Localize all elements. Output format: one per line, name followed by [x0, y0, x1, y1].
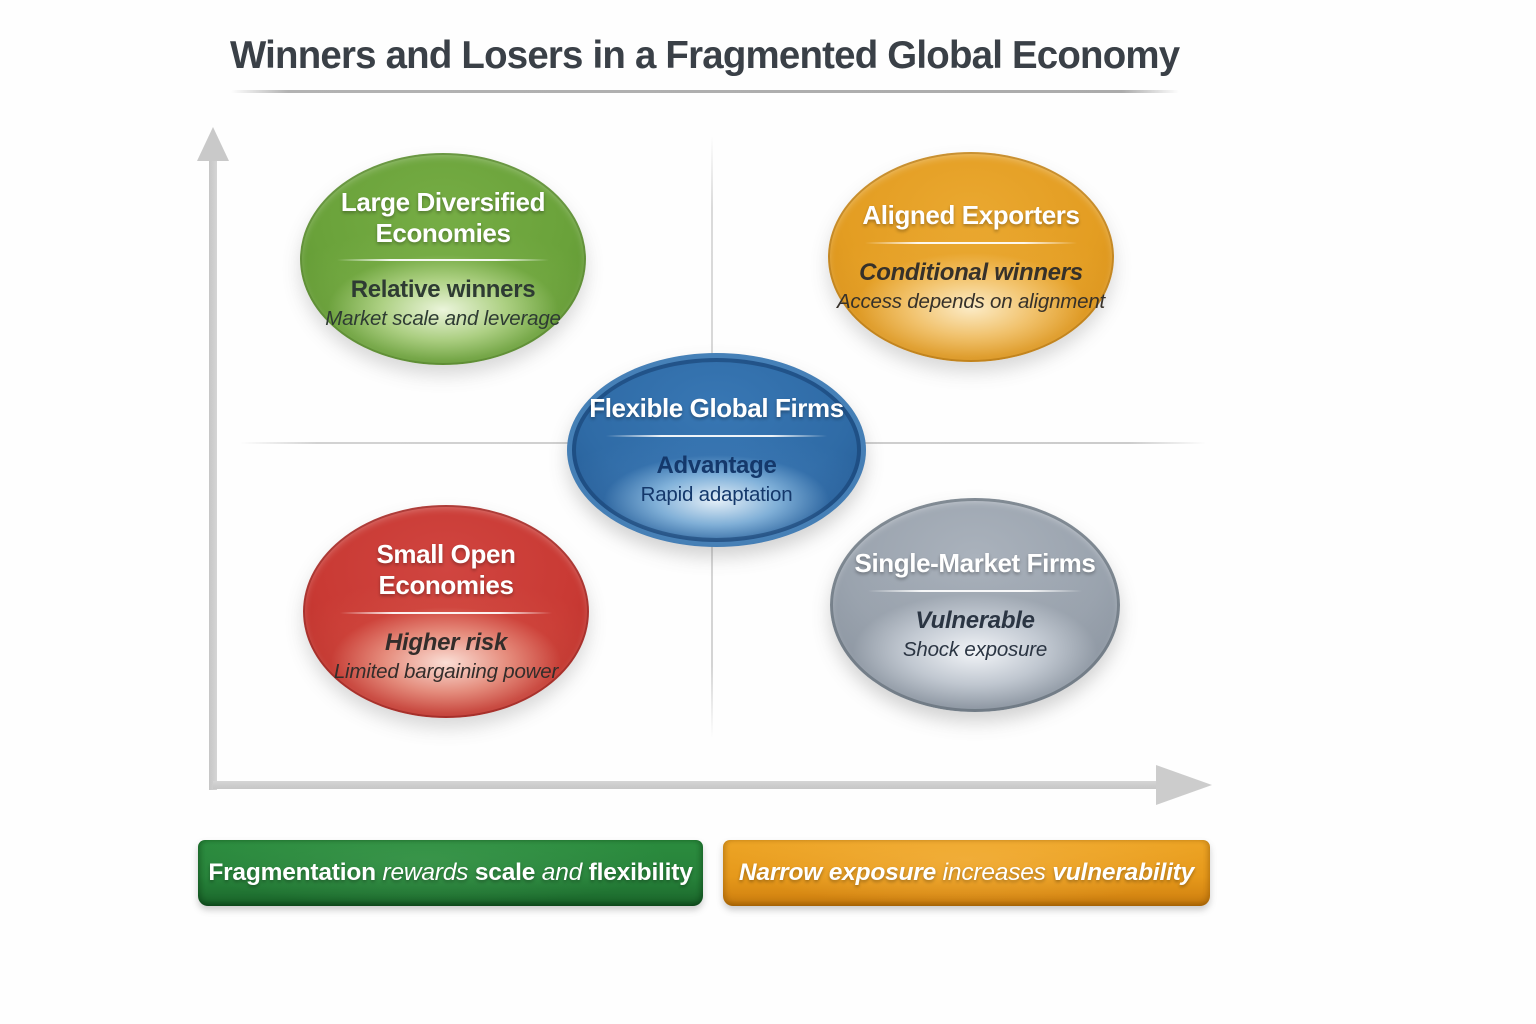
bubble-title: Small Open Economies [376, 539, 515, 600]
title-underline [231, 90, 1179, 93]
banner-segment: Narrow exposure [738, 859, 937, 886]
banner-fragmentation-rewards: Fragmentation rewards scale and flexibil… [198, 840, 703, 906]
bubble-title: Large Diversified Economies [340, 186, 546, 248]
page-title: Winners and Losers in a Fragmented Globa… [230, 34, 1180, 77]
bubble-detail: Shock exposure [902, 637, 1048, 661]
bubble-title-line: Large Diversified [340, 186, 546, 217]
x-axis-arrow-icon [1156, 765, 1212, 805]
bubble-divider [605, 434, 828, 437]
bubble-flexible-global-firms: Flexible Global Firms Advantage Rapid ad… [567, 353, 866, 547]
banner-segment: and [535, 859, 589, 886]
bubble-detail: Access depends on alignment [836, 289, 1106, 313]
bubble-title: Flexible Global Firms [589, 393, 844, 424]
bubble-subtitle: Vulnerable [915, 606, 1035, 634]
bubble-divider [865, 241, 1077, 244]
bubble-large-diversified-economies: Large Diversified Economies Relative win… [300, 153, 586, 365]
bubble-detail: Market scale and leverage [325, 307, 561, 331]
bubble-subtitle: Conditional winners [859, 258, 1083, 286]
bubble-title-line: Economies [378, 570, 514, 600]
bubble-subtitle: Relative winners [350, 276, 536, 304]
bubble-divider [867, 589, 1083, 592]
bubble-single-market-firms: Single-Market Firms Vulnerable Shock exp… [830, 498, 1120, 712]
bubble-title-line: Economies [375, 217, 511, 248]
banner-segment: flexibility [588, 859, 693, 886]
banner-text: Fragmentation rewards scale and flexibil… [208, 859, 693, 887]
bubble-subtitle: Higher risk [384, 628, 508, 656]
banner-segment: increases [936, 859, 1053, 886]
bubble-divider [340, 611, 552, 614]
bubble-title: Aligned Exporters [862, 200, 1080, 231]
bubble-title-line: Small Open [376, 539, 516, 570]
banner-segment: scale [474, 859, 536, 886]
banner-text: Narrow exposure increases vulnerability [739, 859, 1194, 887]
y-axis-arrow-icon [197, 127, 229, 161]
banner-narrow-exposure: Narrow exposure increases vulnerability [723, 840, 1210, 906]
bubble-subtitle: Advantage [656, 451, 777, 479]
x-axis-line [213, 781, 1163, 789]
banner-segment: Fragmentation [208, 859, 376, 886]
bubble-detail: Limited bargaining power [333, 659, 559, 683]
bubble-small-open-economies: Small Open Economies Higher risk Limited… [303, 505, 589, 718]
banner-segment: rewards [375, 859, 475, 886]
bubble-title-line: Aligned Exporters [862, 200, 1080, 231]
bubble-title-line: Flexible Global Firms [589, 393, 844, 424]
bubble-title: Single-Market Firms [855, 548, 1096, 579]
y-axis-line [209, 158, 217, 790]
bubble-title-line: Single-Market Firms [854, 548, 1096, 579]
bubble-divider [337, 259, 549, 262]
bubble-aligned-exporters: Aligned Exporters Conditional winners Ac… [828, 152, 1114, 362]
bubble-detail: Rapid adaptation [640, 482, 793, 506]
banner-segment: vulnerability [1052, 859, 1195, 886]
